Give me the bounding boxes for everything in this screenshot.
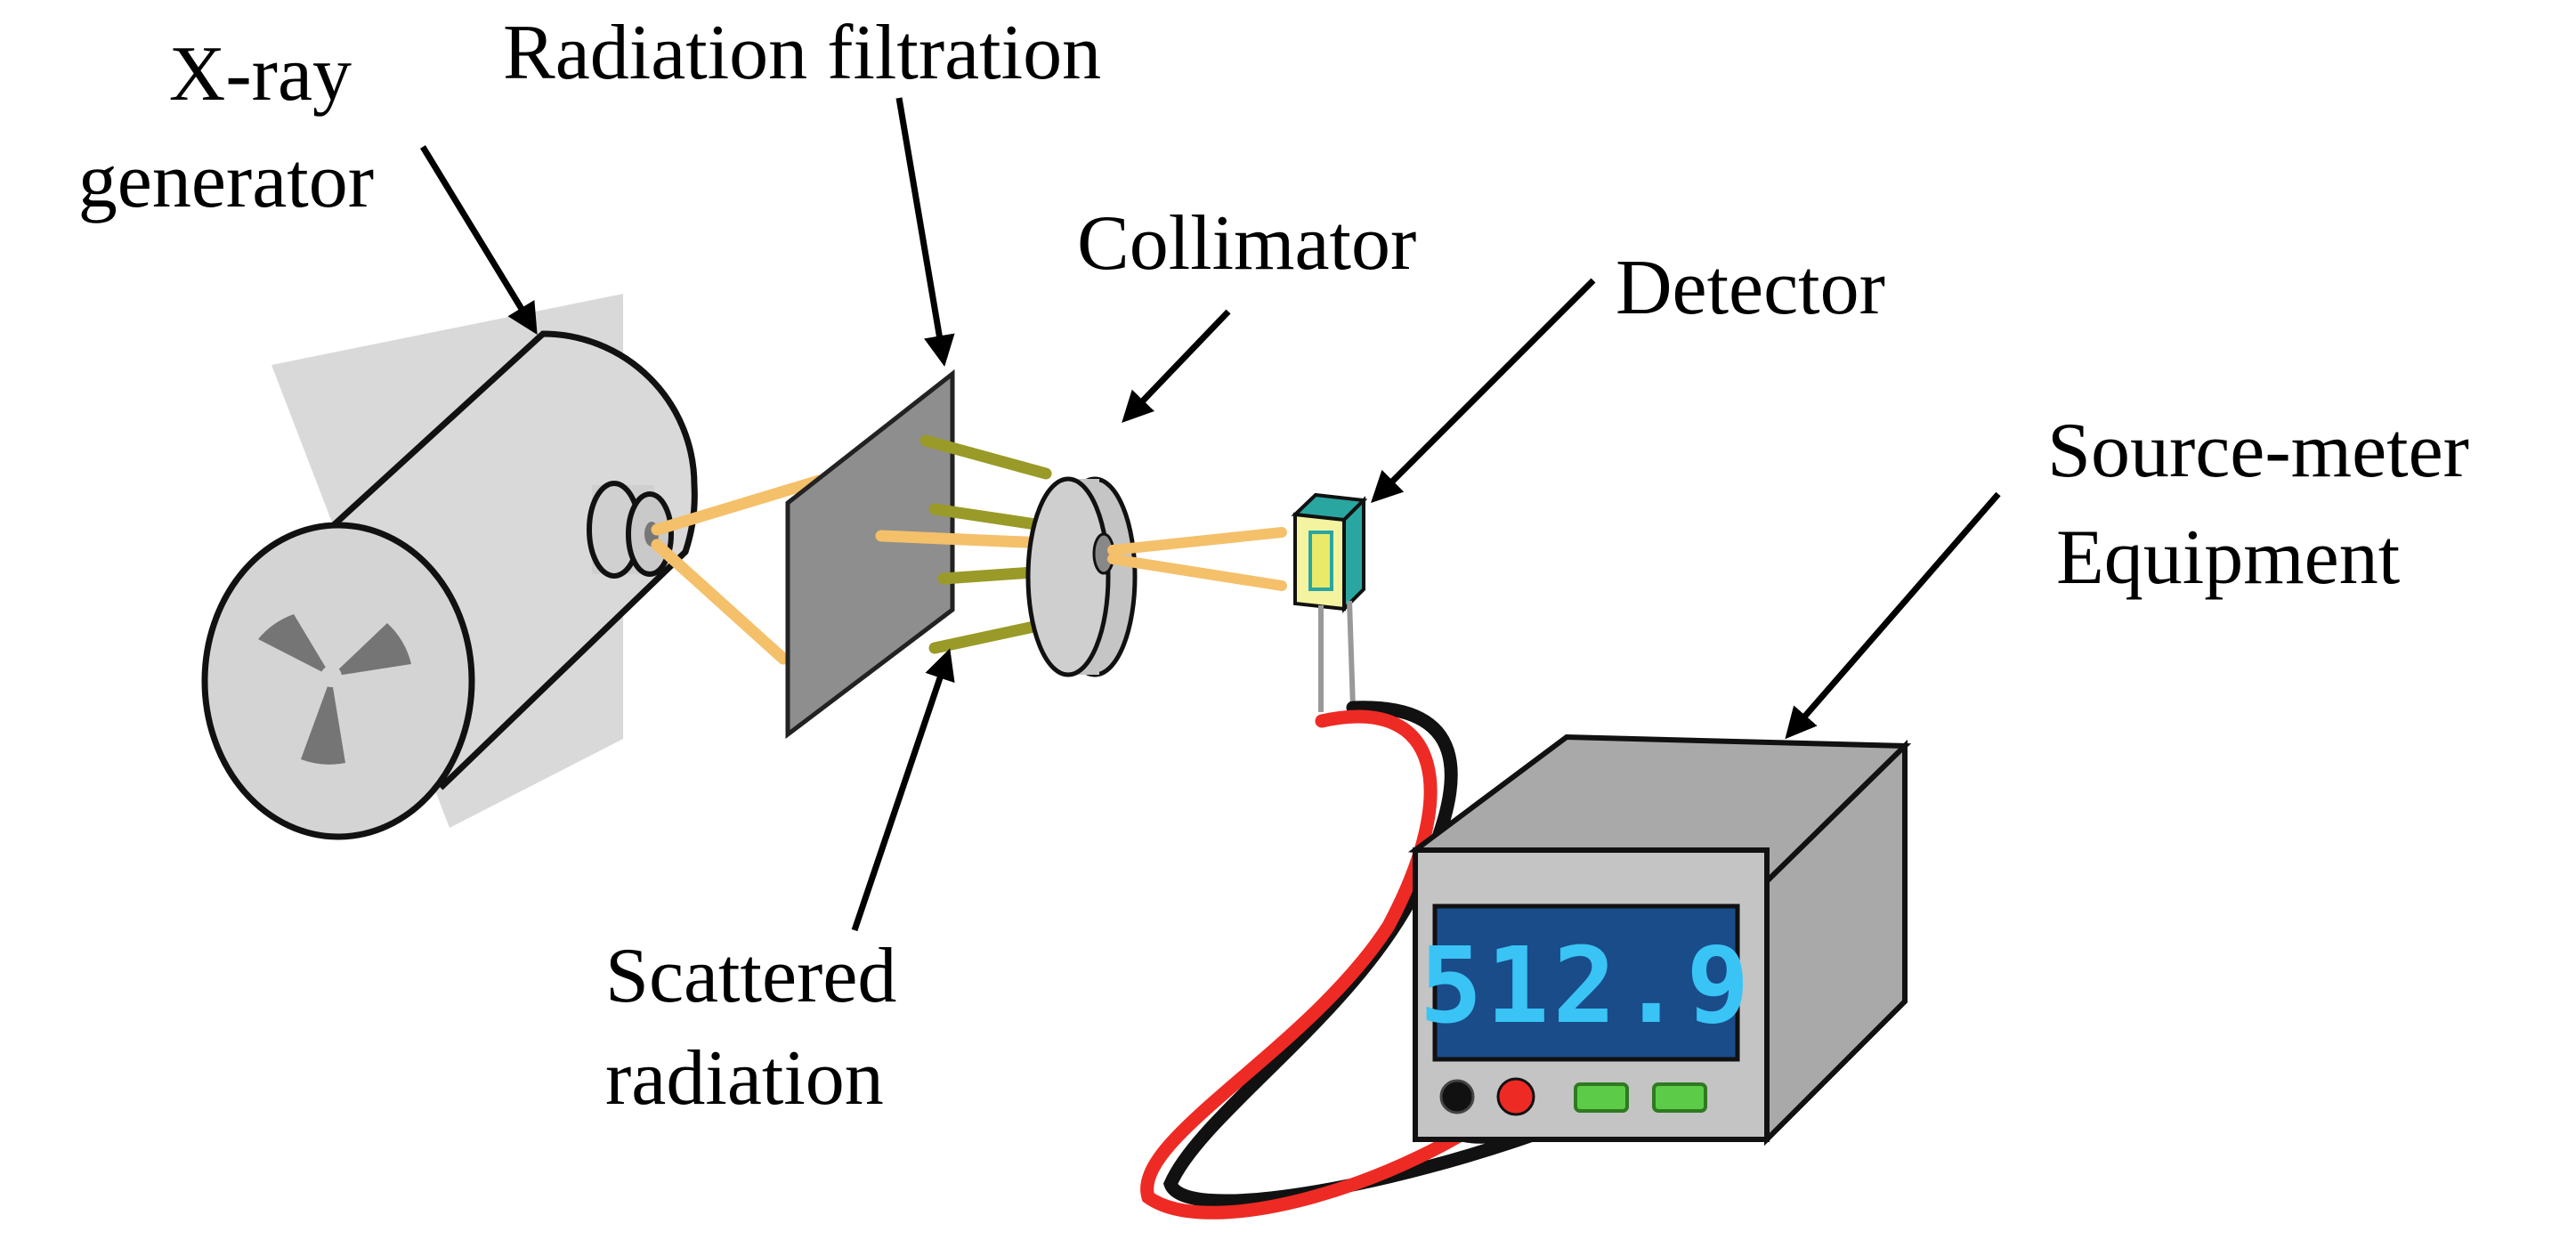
label-xray-generator: X-ray generator (78, 31, 374, 224)
meter-display-value: 512.9 (1419, 924, 1753, 1047)
detector (1291, 492, 1368, 712)
label-scattered-radiation: Scattered radiation (605, 933, 896, 1122)
collimated-beam (1107, 527, 1287, 591)
label-radiation-filtration: Radiation filtration (503, 10, 1101, 96)
svg-text:Scattered: Scattered (605, 933, 896, 1019)
label-collimator: Collimator (1077, 200, 1416, 287)
meter-button (1574, 1082, 1629, 1113)
arrow-collimator (1122, 309, 1231, 424)
svg-text:Equipment: Equipment (2056, 515, 2400, 601)
filtration-plate (785, 369, 955, 740)
meter-display (1432, 904, 1740, 1062)
source-meter: 512.9 (1407, 733, 1912, 1147)
svg-text:generator: generator (78, 138, 374, 224)
meter-button (1652, 1082, 1707, 1113)
xray-tube-window (587, 481, 674, 579)
radiation-trefoil-icon (258, 614, 411, 765)
arrow-source-meter (1785, 491, 2001, 740)
arrow-radiation-filtration (895, 97, 955, 367)
svg-text:Source-meter: Source-meter (2047, 408, 2469, 494)
label-detector: Detector (1616, 245, 1885, 331)
svg-text:X-ray: X-ray (169, 31, 352, 118)
collimator (1025, 476, 1138, 677)
arrow-xray-generator (420, 145, 538, 335)
xray-generator (201, 294, 698, 840)
label-source-meter: Source-meter Equipment (2047, 408, 2469, 601)
svg-text:radiation: radiation (605, 1035, 884, 1122)
black-terminal (1439, 1079, 1475, 1114)
red-terminal (1496, 1077, 1535, 1116)
pointer-arrows (420, 97, 2001, 932)
primary-beam-to-filter (651, 474, 825, 665)
arrow-scattered-radiation (851, 648, 955, 932)
arrow-detector (1371, 278, 1596, 503)
